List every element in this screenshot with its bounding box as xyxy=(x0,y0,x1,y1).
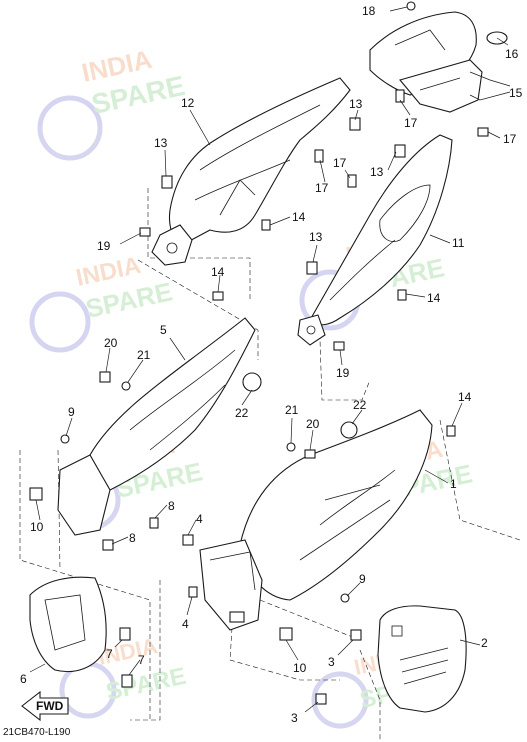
part-12-rail-cover xyxy=(151,77,351,266)
callout-22: 22 xyxy=(235,406,249,420)
callout-6: 6 xyxy=(20,672,27,686)
watermark-spare: SPARE xyxy=(104,663,189,706)
callout-10: 10 xyxy=(30,520,44,534)
callout-8: 8 xyxy=(129,531,136,545)
callout-17: 17 xyxy=(315,181,329,195)
callout-22: 22 xyxy=(353,398,367,412)
callout-16: 16 xyxy=(505,47,519,61)
part-2-tail-lens xyxy=(377,605,467,713)
callout-17: 17 xyxy=(333,156,347,170)
part-11-side-cover-right xyxy=(297,134,453,346)
callout-13: 13 xyxy=(309,230,323,244)
callout-2: 2 xyxy=(481,636,488,650)
callout-10: 10 xyxy=(293,661,307,675)
callout-21: 21 xyxy=(285,403,299,417)
part-1-main-side-cover xyxy=(239,409,433,601)
callout-12: 12 xyxy=(181,96,195,110)
leader-lines xyxy=(29,6,511,713)
callout-19: 19 xyxy=(336,366,350,380)
part-bracket-center xyxy=(199,539,263,631)
callout-7: 7 xyxy=(106,647,113,661)
callout-15: 15 xyxy=(509,86,523,100)
callout-4: 4 xyxy=(182,617,189,631)
callout-18: 18 xyxy=(362,4,376,18)
callout-20: 20 xyxy=(104,336,118,350)
callout-1: 1 xyxy=(450,477,457,491)
callout-13: 13 xyxy=(370,165,384,179)
callout-3: 3 xyxy=(291,711,298,725)
part-5-inner-panel xyxy=(57,317,261,536)
callout-5: 5 xyxy=(160,323,167,337)
callout-labels: 18 16 15 12 13 17 17 13 17 13 17 19 14 1… xyxy=(20,4,523,725)
part-6-front-guard xyxy=(29,576,107,673)
callout-3: 3 xyxy=(328,655,335,669)
fwd-label: FWD xyxy=(36,699,64,713)
callout-17: 17 xyxy=(404,116,418,130)
callout-14: 14 xyxy=(427,291,441,305)
callout-19: 19 xyxy=(97,239,111,253)
callout-9: 9 xyxy=(359,572,366,586)
callout-13: 13 xyxy=(349,97,363,111)
diagram-reference-code: 21CB470-L190 xyxy=(3,727,71,738)
callout-9: 9 xyxy=(68,405,75,419)
callout-11: 11 xyxy=(452,236,465,250)
callout-17: 17 xyxy=(503,132,517,146)
callout-14: 14 xyxy=(292,210,306,224)
callout-4: 4 xyxy=(196,512,203,526)
callout-14: 14 xyxy=(211,265,225,279)
callout-7: 7 xyxy=(138,653,145,667)
part-15-tail-cap xyxy=(369,11,508,113)
callout-8: 8 xyxy=(168,499,175,513)
callout-21: 21 xyxy=(137,348,151,362)
forward-direction-arrow: FWD xyxy=(21,690,69,722)
callout-14: 14 xyxy=(458,390,472,404)
callout-20: 20 xyxy=(306,417,320,431)
callout-13: 13 xyxy=(154,136,168,150)
